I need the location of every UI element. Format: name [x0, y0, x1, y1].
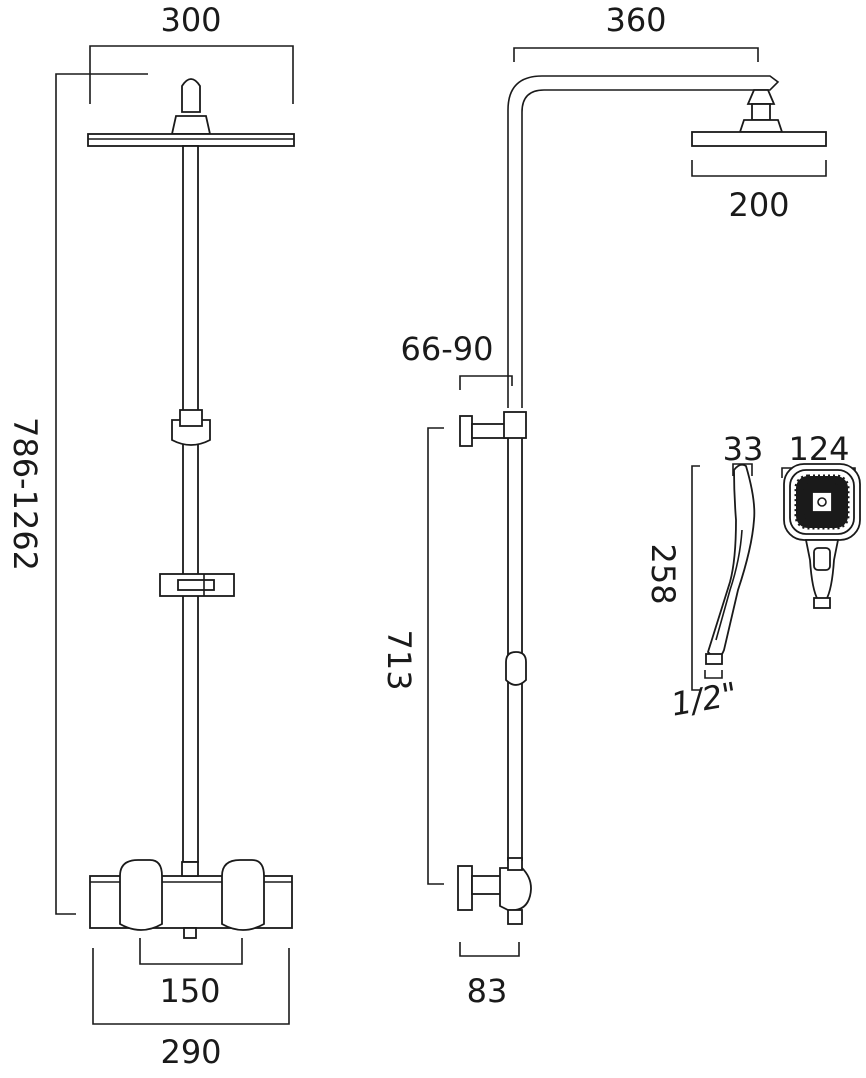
dim-line-713	[427, 427, 444, 885]
front-slider	[159, 573, 235, 597]
side-shower-arm	[507, 75, 780, 408]
side-slider	[505, 651, 527, 686]
side-fixed-head	[691, 89, 827, 147]
dim-label-33: 33	[723, 430, 764, 468]
dim-line-290	[92, 948, 290, 1025]
handset-views: 33 124 258 1/2"	[644, 430, 861, 724]
dim-label-258: 258	[644, 543, 682, 604]
dim-label-150: 150	[159, 972, 220, 1010]
dim-line-300	[89, 45, 294, 104]
side-view: 360 200 66-90	[380, 1, 827, 1010]
front-riser-rail	[182, 145, 199, 863]
front-shower-head	[87, 78, 295, 147]
side-lower-inlet	[457, 857, 532, 925]
front-view: 300 786-1262	[6, 1, 295, 1071]
dim-line-thread	[704, 670, 723, 679]
handset-front	[783, 463, 861, 609]
dim-label-overall-height: 786-1262	[6, 417, 44, 571]
dim-line-66-90	[459, 375, 513, 390]
dim-label-360: 360	[605, 1, 666, 39]
handset-nozzles	[794, 474, 850, 530]
dim-line-overall-height	[55, 73, 148, 915]
side-upper-bracket	[459, 411, 527, 447]
side-riser	[507, 435, 523, 861]
dim-line-200	[691, 160, 827, 177]
handset-side	[705, 463, 756, 665]
front-wall-bracket	[171, 409, 211, 446]
dim-label-66-90: 66-90	[401, 330, 494, 368]
dim-line-83	[459, 942, 520, 957]
front-valve-body	[89, 859, 293, 939]
dim-line-258	[691, 465, 700, 691]
dim-line-150	[139, 938, 243, 965]
dim-label-124: 124	[788, 430, 849, 468]
dim-label-thread: 1/2"	[668, 675, 740, 724]
dim-label-713: 713	[380, 629, 418, 690]
dim-label-83: 83	[467, 972, 508, 1010]
dim-label-300: 300	[160, 1, 221, 39]
dim-label-200: 200	[728, 186, 789, 224]
dim-line-360	[513, 47, 759, 62]
dim-label-290: 290	[160, 1033, 221, 1071]
